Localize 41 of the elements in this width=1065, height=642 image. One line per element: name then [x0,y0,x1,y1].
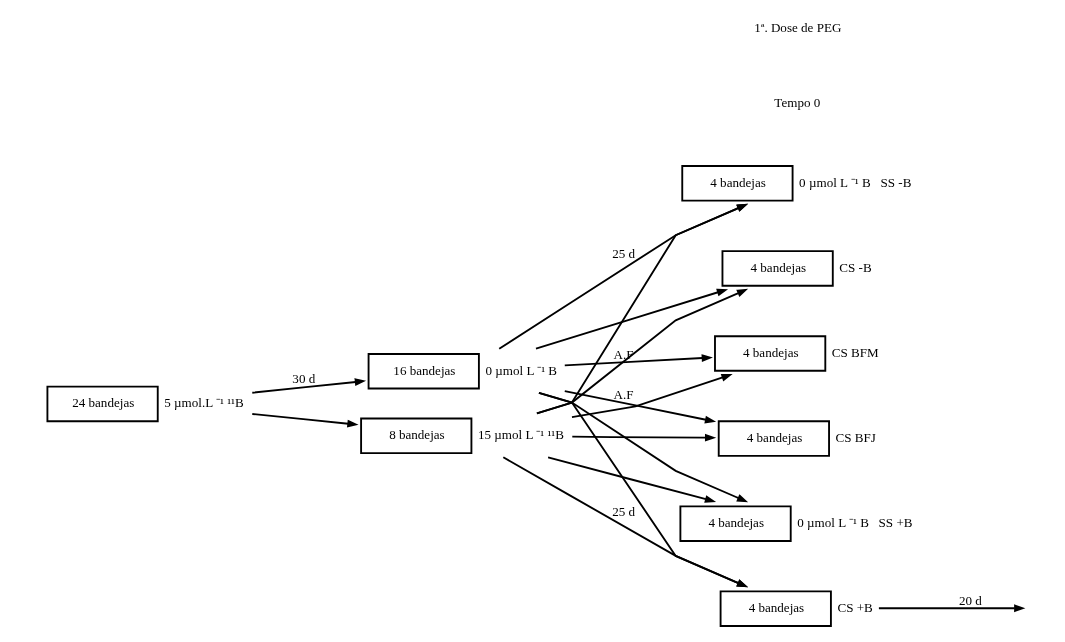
node-box: 4 bandejas [680,165,793,202]
edge-label: 30 d [291,371,315,387]
arrow [877,604,1025,613]
arrow [570,433,716,442]
arrow [534,288,728,350]
arrow [563,390,716,424]
arrow [535,288,748,415]
arrow [497,203,748,350]
node-box: 4 bandejas [717,420,830,457]
node-label: CS BFM [831,344,879,360]
node-label: CS +B [836,600,873,616]
arrow [537,391,748,588]
label: Tempo 0 [773,94,820,110]
node-label: 5 µmol.L ⁻¹ ¹¹B [163,395,244,411]
node-label: 0 µmol L ⁻¹ B [798,174,871,190]
arrow [563,354,713,367]
node-box: 24 bandejas [45,385,159,423]
node-label: SS -B [879,174,911,190]
node-label: SS +B [878,515,913,531]
arrow [546,456,716,503]
edge-label: 25 d [611,245,635,261]
edge-label: 25 d [611,503,635,519]
arrow [535,203,748,415]
arrow [250,378,366,394]
node-label: CS BFJ [835,430,876,446]
arrow [570,373,733,419]
arrow [250,413,359,428]
node-label: 0 µmol L ⁻¹ B [484,362,557,378]
arrow [501,456,748,588]
edge-label: 20 d [958,592,982,608]
node-label: CS -B [838,259,872,275]
node-box: 8 bandejas [359,417,472,454]
node-box: 4 bandejas [713,335,826,372]
node-box: 16 bandejas [367,353,480,390]
node-box: 4 bandejas [719,590,832,627]
edge-label: A.F [613,387,634,403]
node-box: 4 bandejas [678,505,792,542]
node-box: 4 bandejas [721,250,834,287]
label: 1ª. Dose de PEG [753,20,841,36]
node-label: 0 µmol L ⁻¹ B [796,515,869,531]
node-label: 15 µmol L ⁻¹ ¹¹B [477,427,564,443]
